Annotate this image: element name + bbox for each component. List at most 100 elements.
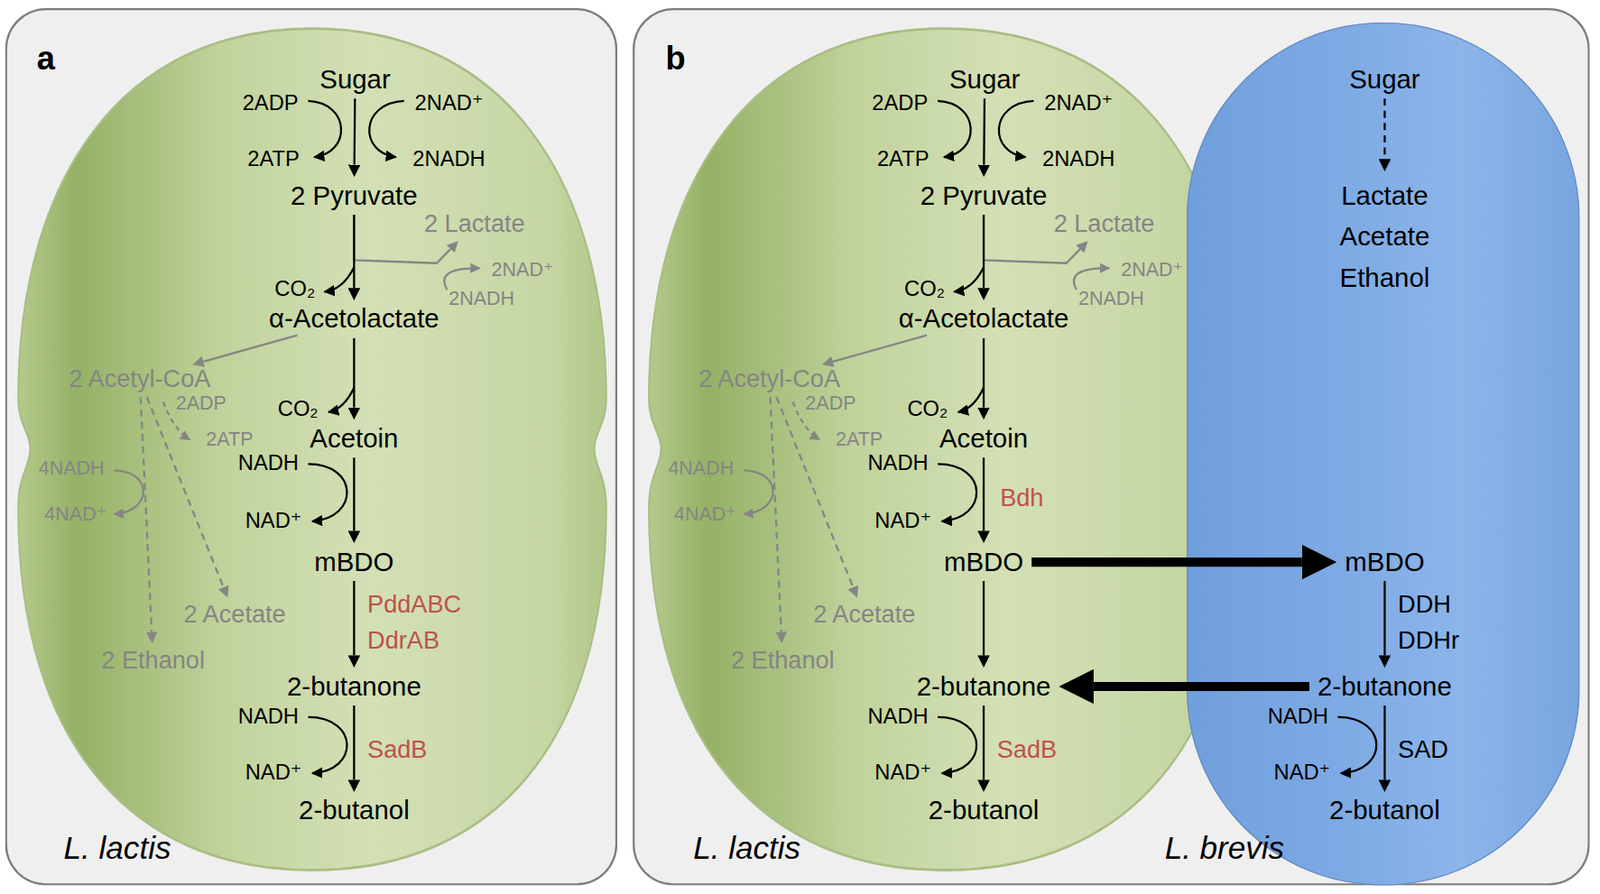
cofactor-label: NAD⁺ bbox=[874, 760, 932, 785]
metabolite: α-Acetolactate bbox=[265, 304, 444, 334]
metabolite-name: 2-butanone bbox=[916, 670, 1052, 702]
reaction-arrow bbox=[982, 338, 985, 408]
metabolite: mBDO bbox=[939, 547, 1027, 578]
metabolite-name: 2-butanol bbox=[298, 795, 410, 826]
species-name: L. lactis bbox=[693, 830, 801, 868]
metabolite-name: 2 Lactate bbox=[1054, 209, 1156, 238]
reaction-arrow bbox=[982, 214, 985, 288]
lactis-cell: L. lactis Sugar 2 Pyruvate2 Lactate α-Aceto… bbox=[642, 28, 1247, 871]
metabolite-name: 2 Pyruvate bbox=[290, 180, 418, 212]
enzyme-name: DdrAB bbox=[367, 627, 440, 655]
cofactor-label: 4NAD⁺ bbox=[44, 504, 107, 527]
cofactor-label: 4NADH bbox=[38, 458, 105, 481]
enzyme-name: Bdh bbox=[999, 484, 1044, 512]
cofactor-label: 2NADH bbox=[448, 287, 515, 310]
reaction-arrow bbox=[147, 397, 224, 588]
cofactor-label: 2NAD⁺ bbox=[491, 259, 555, 282]
text: a bbox=[36, 40, 56, 78]
metabolite: α-Acetolactate bbox=[894, 304, 1073, 334]
cofactor-label: 2ADP bbox=[242, 90, 299, 114]
reaction-arrow bbox=[1383, 581, 1386, 656]
enzyme-name: DDH bbox=[1397, 591, 1452, 620]
metabolite-name: α-Acetolactate bbox=[268, 303, 440, 334]
cofactor-label: NADH bbox=[1267, 704, 1329, 729]
cell-body bbox=[18, 28, 607, 871]
cofactor-label: NADH bbox=[238, 704, 299, 729]
side-metabolite: 2 Lactate bbox=[1049, 211, 1159, 239]
cofactor-label: 2ADP bbox=[871, 90, 928, 114]
metabolite: 2-butanone bbox=[912, 672, 1055, 703]
cofactor-label: CO₂ bbox=[274, 277, 315, 301]
metabolite-name: Sugar bbox=[949, 64, 1020, 95]
cofactor-label: 2NADH bbox=[1078, 287, 1145, 310]
species-name: L. lactis bbox=[64, 830, 172, 868]
metabolite: mBDO bbox=[310, 547, 398, 578]
reaction-arrow bbox=[352, 457, 355, 531]
metabolite-name: Lactate Acetate Ethanol bbox=[1340, 180, 1431, 293]
side-metabolite: 2 Acetate bbox=[809, 601, 920, 629]
metabolite-name: Acetoin bbox=[309, 423, 398, 454]
transfer-arrow bbox=[1093, 682, 1310, 692]
cofactor-label: NAD⁺ bbox=[245, 508, 303, 533]
metabolite-name: mBDO bbox=[943, 545, 1024, 577]
enzyme-name: SadB bbox=[997, 736, 1057, 764]
reaction-arrow bbox=[352, 338, 355, 408]
cofactor-label: 2ATP bbox=[877, 146, 930, 170]
text: L. brevis bbox=[1165, 830, 1285, 867]
reaction-arrow bbox=[352, 214, 355, 288]
enzyme-name: DDHr bbox=[1397, 627, 1460, 655]
metabolite-name: mBDO bbox=[314, 545, 394, 577]
reaction-arrow bbox=[352, 581, 355, 656]
side-metabolite: 2 Ethanol bbox=[97, 647, 210, 676]
metabolite: mBDO bbox=[1341, 547, 1429, 578]
reaction-arrow bbox=[982, 98, 986, 165]
side-metabolite: 2 Lactate bbox=[419, 211, 529, 239]
metabolite: 2 Pyruvate bbox=[915, 181, 1052, 212]
species-name: L. brevis bbox=[1165, 830, 1285, 868]
product-list: Lactate Acetate Ethanol bbox=[1335, 175, 1434, 298]
cofactor-label: 2ATP bbox=[247, 146, 300, 170]
reaction-arrow bbox=[203, 335, 297, 362]
metabolite: 2 Pyruvate bbox=[286, 181, 423, 212]
side-metabolite: 2 Acetate bbox=[179, 601, 290, 629]
cofactor-label: 2ADP bbox=[804, 393, 856, 416]
metabolite: Acetoin bbox=[305, 424, 403, 454]
reaction-arrow bbox=[140, 397, 152, 632]
panel-letter: b bbox=[665, 40, 685, 79]
metabolite: 2-butanone bbox=[1313, 672, 1457, 703]
text: b bbox=[665, 40, 685, 78]
cofactor-label: 2NAD⁺ bbox=[1044, 90, 1113, 114]
reaction-arrow bbox=[832, 335, 927, 362]
cofactor-label: 2NAD⁺ bbox=[1120, 259, 1184, 282]
reaction-arrow bbox=[353, 214, 451, 264]
metabolite-name: 2-butanol bbox=[1329, 795, 1441, 826]
cofactor-label: 2NADH bbox=[412, 146, 485, 170]
metabolite-name: mBDO bbox=[1344, 545, 1425, 577]
cofactor-label: 2ADP bbox=[175, 393, 227, 416]
cofactor-label: NAD⁺ bbox=[245, 760, 303, 785]
cofactor-label: CO₂ bbox=[904, 277, 945, 301]
metabolite-name: 2 Ethanol bbox=[101, 646, 205, 675]
cofactor-label: NAD⁺ bbox=[874, 508, 932, 533]
reaction-arrow bbox=[776, 397, 853, 588]
metabolite-name: Sugar bbox=[1349, 64, 1420, 95]
metabolite-name: 2 Lactate bbox=[424, 209, 526, 238]
cofactor-label: CO₂ bbox=[277, 396, 319, 420]
cofactor-label: CO₂ bbox=[906, 396, 948, 420]
cofactor-label: 2NAD⁺ bbox=[415, 90, 484, 114]
metabolite-name: Acetoin bbox=[939, 423, 1028, 454]
side-metabolite: 2 Acetyl-CoA bbox=[694, 365, 845, 393]
cofactor-label: NAD⁺ bbox=[1273, 760, 1331, 785]
metabolite-name: 2 Acetate bbox=[183, 601, 286, 629]
metabolite: 2-butanol bbox=[295, 795, 415, 826]
reaction-arrow bbox=[352, 705, 355, 780]
reaction-arrow bbox=[983, 214, 1081, 264]
reaction-arrow bbox=[1383, 98, 1386, 159]
metabolite: Sugar bbox=[944, 64, 1025, 95]
cofactor-label: 2ATP bbox=[205, 429, 253, 452]
metabolite: Sugar bbox=[1345, 64, 1425, 95]
metabolite-name: 2 Acetate bbox=[813, 601, 916, 629]
metabolite-name: 2 Pyruvate bbox=[920, 180, 1048, 212]
enzyme-name: SAD bbox=[1397, 736, 1449, 764]
reaction-arrow bbox=[982, 457, 985, 531]
